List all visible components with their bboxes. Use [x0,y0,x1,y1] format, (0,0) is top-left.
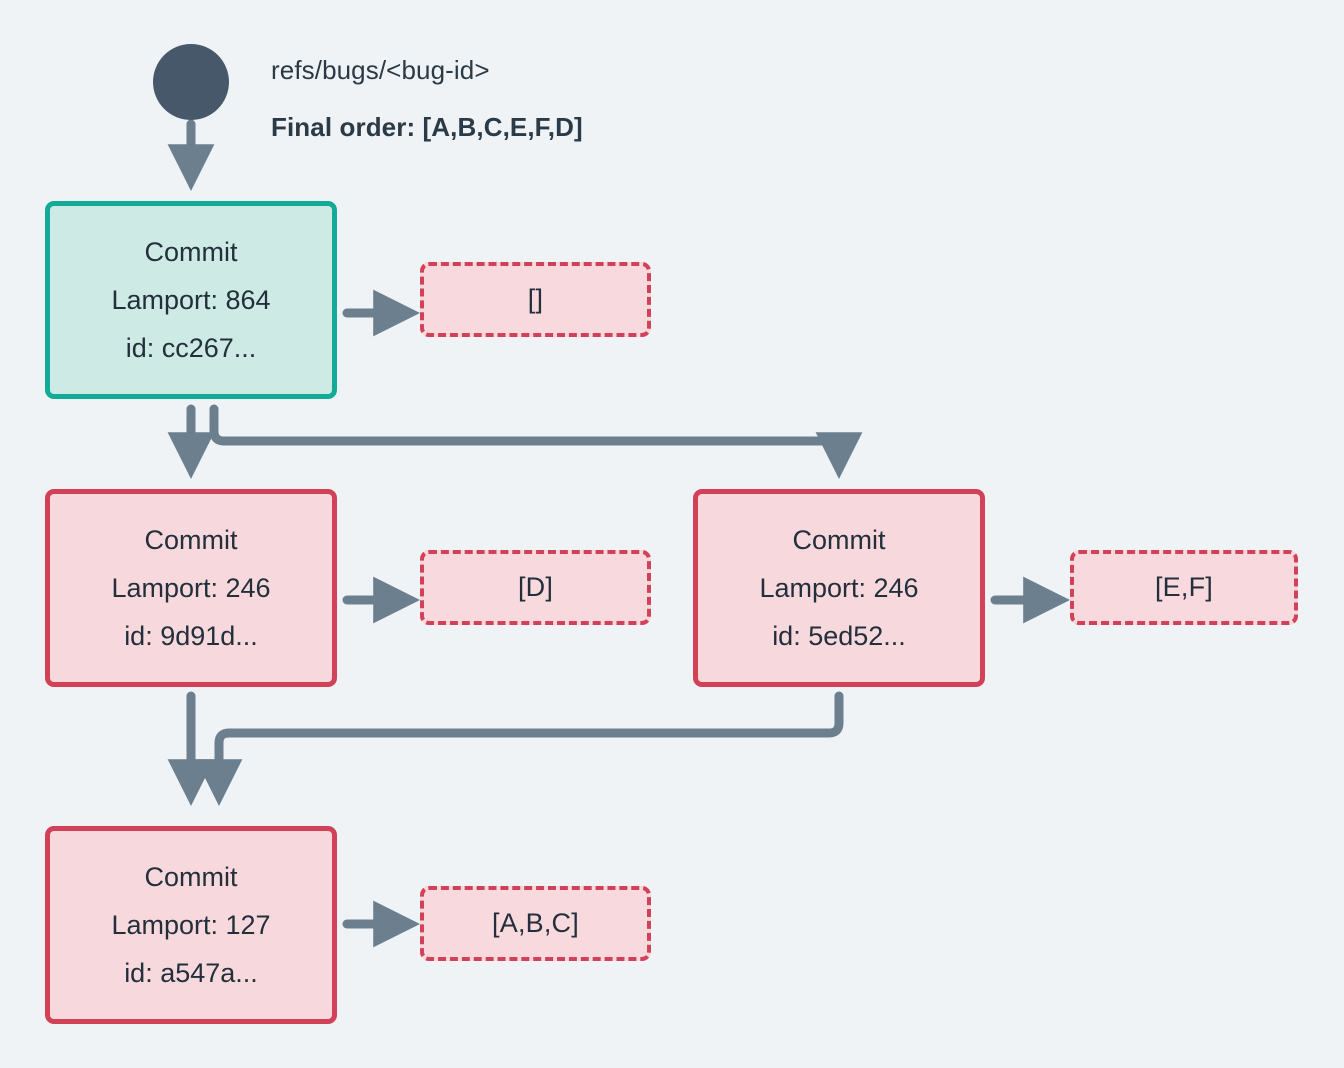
ops-box-9d91d: [D] [420,550,651,625]
ref-name-label: refs/bugs/<bug-id> [271,55,490,85]
commit-lamport: Lamport: 246 [759,572,919,603]
commit-lamport: Lamport: 864 [111,284,271,315]
commit-title: Commit [144,524,238,555]
ops-label: [D] [517,572,554,602]
edge-5ed52-to-a547a [195,691,844,806]
commit-title: Commit [144,236,238,267]
commit-id: id: 5ed52... [772,621,906,652]
commit-title: Commit [792,524,886,555]
ops-label: [E,F] [1154,572,1213,602]
ops-box-5ed52: [E,F] [1070,550,1298,625]
commit-node-9d91d[interactable]: Commit Lamport: 246 id: 9d91d... [45,489,337,687]
commit-node-5ed52[interactable]: Commit Lamport: 246 id: 5ed52... [693,489,985,687]
commit-id: id: a547a... [124,958,258,989]
commit-id: id: 9d91d... [124,621,258,652]
commit-id: id: cc267... [125,333,257,364]
commit-title: Commit [144,861,238,892]
ops-label: [] [527,284,544,314]
commit-lamport: Lamport: 127 [111,909,271,940]
ops-label: [A,B,C] [492,908,579,938]
edge-cc267-to-5ed52 [209,404,863,479]
ops-box-cc267: [] [420,262,651,337]
ops-box-a547a: [A,B,C] [420,886,651,961]
ref-root-dot [153,44,229,120]
commit-node-a547a[interactable]: Commit Lamport: 127 id: a547a... [45,826,337,1024]
final-order-label: Final order: [A,B,C,E,F,D] [271,112,583,142]
commit-node-cc267[interactable]: Commit Lamport: 864 id: cc267... [45,201,337,399]
commit-lamport: Lamport: 246 [111,572,271,603]
